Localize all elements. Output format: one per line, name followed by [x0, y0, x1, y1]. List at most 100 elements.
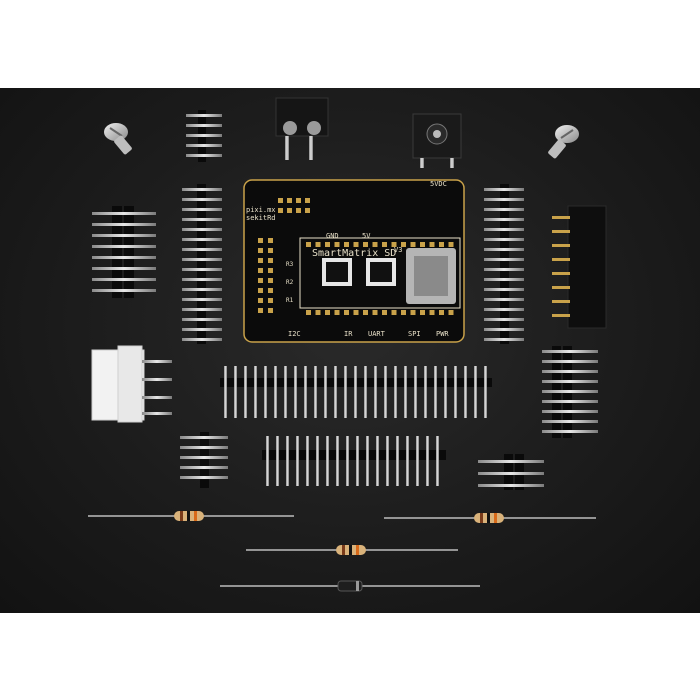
- pcb-pad: [325, 242, 330, 247]
- header-strip-small-left-icon: [180, 432, 228, 488]
- pcb-title: SmartMatrix SD: [312, 248, 396, 259]
- pcb-pad: [429, 242, 435, 247]
- pcb-pad: [268, 268, 273, 273]
- pcb-pad: [258, 298, 263, 303]
- header-pin: [182, 248, 222, 251]
- header-pin: [542, 410, 598, 413]
- header-pin: [266, 436, 269, 486]
- header-strip-long-right-icon: [484, 184, 524, 344]
- header-pin: [182, 318, 222, 321]
- header-pin: [244, 366, 247, 418]
- header-pin: [484, 298, 524, 301]
- header-pin: [182, 268, 222, 271]
- header-pin: [542, 400, 598, 403]
- pcb-label-5vdc: 5VDC: [430, 180, 447, 188]
- pcb-pad: [305, 198, 310, 203]
- header-strip-horizontal-bottom-icon: [262, 436, 446, 486]
- pcb-pad: [315, 310, 321, 315]
- header-pin: [182, 328, 222, 331]
- pcb-pad: [268, 258, 273, 263]
- header-pin: [484, 238, 524, 241]
- pcb-pad: [372, 242, 378, 247]
- pcb-label-ir: IR: [344, 330, 353, 338]
- pcb-pad: [334, 242, 340, 247]
- pcb-pad: [296, 208, 301, 213]
- header-pin: [484, 308, 524, 311]
- pcb-pad: [391, 310, 397, 315]
- header-pin: [484, 218, 524, 221]
- header-strip-5pin-icon: [186, 110, 222, 162]
- pcb-pad: [410, 242, 416, 247]
- pcb-pad: [448, 242, 454, 247]
- header-pin: [286, 436, 289, 486]
- screw-left-icon: [104, 123, 132, 155]
- header-pin: [484, 198, 524, 201]
- header-pin: [542, 360, 598, 363]
- smartmatrix-pcb: SmartMatrix SD V3 pixi.mx sekitRd GND 5V…: [243, 179, 465, 343]
- header-pin: [484, 338, 524, 341]
- pcb-pad: [258, 268, 263, 273]
- header-pin: [484, 208, 524, 211]
- header-pin: [356, 436, 359, 486]
- header-pin: [182, 338, 222, 341]
- header-pin: [484, 278, 524, 281]
- header-pin: [182, 198, 222, 201]
- header-pin: [224, 366, 227, 418]
- header-pin: [364, 366, 367, 418]
- pcb-pad: [382, 242, 387, 247]
- diode-icon: [220, 580, 480, 592]
- pcb-pad: [439, 242, 444, 247]
- screw-right-icon: [548, 125, 579, 159]
- pcb-pad: [287, 198, 292, 203]
- pcb-pad: [306, 242, 311, 247]
- header-pin: [484, 268, 524, 271]
- header-pin: [424, 366, 427, 418]
- pcb-pad: [258, 248, 263, 253]
- header-pin: [296, 436, 299, 486]
- header-pin: [182, 288, 222, 291]
- pcb-pad: [258, 258, 263, 263]
- pcb-pad: [420, 310, 425, 315]
- pcb-label-r2: R2: [286, 279, 294, 286]
- header-pin: [376, 436, 379, 486]
- header-pin: [484, 288, 524, 291]
- header-pin: [284, 366, 287, 418]
- kit-parts-illustration: SmartMatrix SD V3 pixi.mx sekitRd GND 5V…: [88, 97, 607, 592]
- pcb-pad: [306, 310, 311, 315]
- header-pin: [234, 366, 237, 418]
- pcb-pad: [410, 310, 416, 315]
- resistor-1-icon: [88, 511, 294, 521]
- header-pin: [394, 366, 397, 418]
- pcb-pad: [268, 308, 273, 313]
- pcb-pad: [353, 242, 359, 247]
- header-pin: [484, 188, 524, 191]
- pcb-label-pwr: PWR: [436, 330, 449, 338]
- pcb-pad: [268, 288, 273, 293]
- header-pin: [254, 366, 257, 418]
- header-pin: [304, 366, 307, 418]
- header-pin: [264, 366, 267, 418]
- header-pin: [182, 298, 222, 301]
- header-pin: [542, 350, 598, 353]
- header-pin: [182, 218, 222, 221]
- header-pin: [316, 436, 319, 486]
- header-pin: [542, 420, 598, 423]
- pcb-label-i2c: I2C: [288, 330, 301, 338]
- pcb-pad: [325, 310, 330, 315]
- header-pin: [474, 366, 477, 418]
- jst-connector-icon: [91, 345, 172, 423]
- header-pin: [414, 366, 417, 418]
- header-pin: [436, 436, 439, 486]
- header-pin: [444, 366, 447, 418]
- pcb-pad: [363, 310, 368, 315]
- header-pin: [386, 436, 389, 486]
- pcb-pad: [363, 242, 368, 247]
- header-pin: [416, 436, 419, 486]
- header-pin: [396, 436, 399, 486]
- header-pin: [334, 366, 337, 418]
- pcb-pad: [353, 310, 359, 315]
- pcb-label-uart: UART: [368, 330, 386, 338]
- header-pin: [182, 208, 222, 211]
- resistor-2-icon: [384, 513, 596, 523]
- pcb-label-gnd: GND: [326, 232, 339, 240]
